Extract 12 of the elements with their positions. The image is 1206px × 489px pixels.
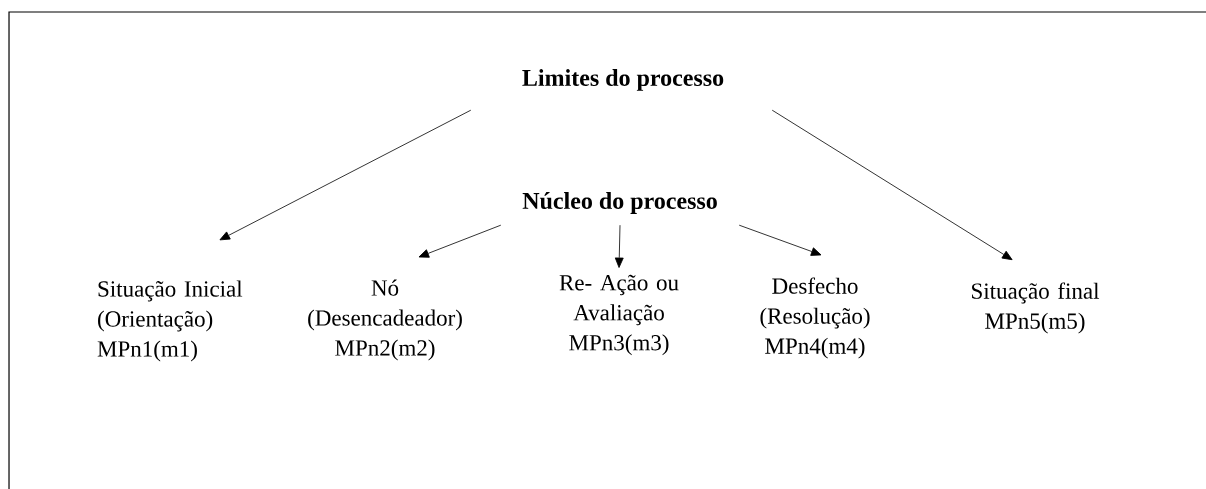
stage-text: Situação Inicial (Orientação) MPn1(m1) (97, 280, 243, 362)
arrow (418, 224, 502, 258)
arrow (219, 109, 472, 241)
heading-text: Núcleo do processo (522, 192, 717, 214)
arrow (771, 109, 1013, 261)
arrow (614, 224, 624, 268)
stage-text: Situação final MPn5(m5) (972, 282, 1100, 334)
stage-text: Desfecho (Resolução) MPn4(m4) (760, 277, 870, 359)
heading-text: Limites do processo (522, 69, 724, 91)
arrow (738, 224, 822, 256)
stage-text: Nó (Desencadeador) MPn2(m2) (308, 279, 462, 361)
stage-text: Re- Ação ou Avaliação MPn3(m3) (559, 274, 679, 356)
